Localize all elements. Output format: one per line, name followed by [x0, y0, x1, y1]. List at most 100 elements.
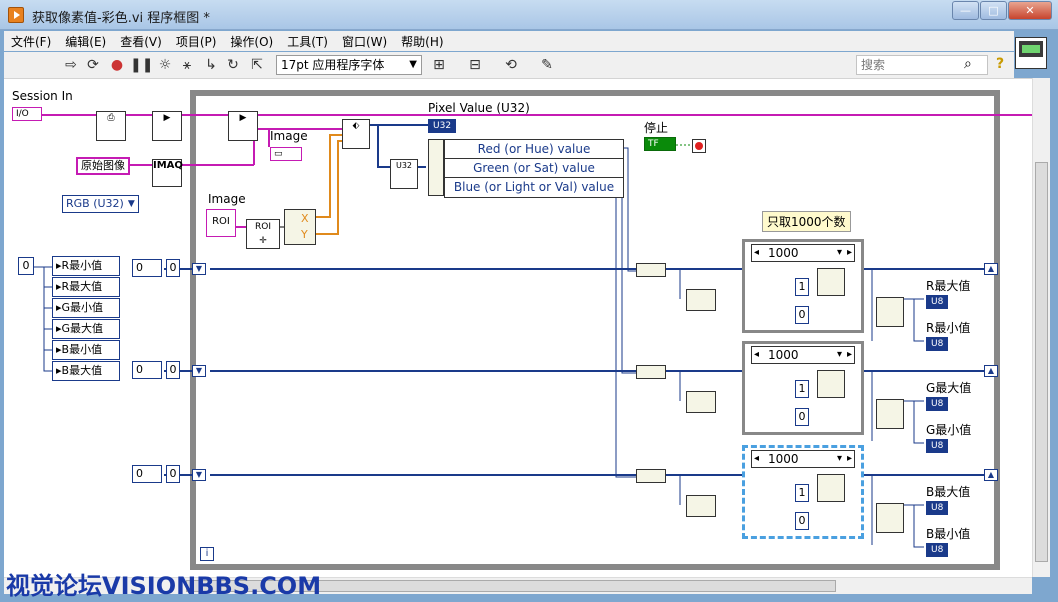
- stop-condition-icon: [692, 139, 706, 153]
- font-selector[interactable]: 17pt 应用程序字体▼: [276, 55, 422, 75]
- cluster-item-1[interactable]: ▸R最小值: [52, 256, 120, 276]
- menu-view[interactable]: 查看(V): [120, 34, 162, 49]
- r-max-indicator[interactable]: U8: [926, 295, 949, 309]
- x-wire: [316, 134, 344, 218]
- g-min-label: G最小值: [926, 423, 972, 437]
- menu-operate[interactable]: 操作(O): [230, 34, 274, 49]
- help-icon[interactable]: ?: [996, 56, 1005, 72]
- build-array-icon-3[interactable]: [636, 469, 666, 483]
- g-max-indicator[interactable]: U8: [926, 397, 949, 411]
- menu-help[interactable]: 帮助(H): [401, 34, 444, 49]
- array-max-min-icon-r[interactable]: [876, 297, 904, 327]
- shift-init-1[interactable]: 0: [132, 259, 162, 277]
- cluster-item-3[interactable]: ▸G最小值: [52, 298, 120, 318]
- search-input[interactable]: 搜索: [856, 55, 988, 75]
- vertical-scroll-thumb[interactable]: [1035, 162, 1048, 562]
- pixel-value-indicator[interactable]: U32: [428, 119, 457, 133]
- array-subset-icon-g[interactable]: [817, 370, 845, 398]
- maximize-button[interactable]: □: [980, 1, 1007, 20]
- build-array-icon-1[interactable]: [636, 263, 666, 277]
- roi-to-point-icon[interactable]: ROI✛: [246, 219, 280, 249]
- step-into-icon[interactable]: ↳: [205, 57, 217, 73]
- get-pixel-value-icon[interactable]: ⬖: [342, 119, 370, 149]
- one-constant-b[interactable]: 1: [795, 484, 809, 502]
- array-subset-icon-r[interactable]: [817, 268, 845, 296]
- watermark: 视觉论坛VISIONBBS.COM: [6, 572, 322, 600]
- menu-edit[interactable]: 编辑(E): [65, 34, 107, 49]
- array-max-min-icon-g[interactable]: [876, 399, 904, 429]
- horizontal-scroll-thumb[interactable]: [186, 580, 836, 592]
- imaq-grab-loop-icon[interactable]: ▶: [228, 111, 258, 141]
- u32-to-rgb-icon[interactable]: U32: [390, 159, 418, 189]
- case-structure-g[interactable]: ◂1000▾▸ 1 0: [742, 341, 864, 435]
- cluster-item-6[interactable]: ▸B最大值: [52, 361, 120, 381]
- shift-init-2[interactable]: 0: [132, 361, 162, 379]
- loop-iteration-info: i: [200, 547, 214, 561]
- pause-icon[interactable]: ❚❚: [130, 57, 154, 73]
- array-subset-icon-b[interactable]: [817, 474, 845, 502]
- minimize-button[interactable]: —: [952, 1, 979, 20]
- array-max-min-icon-b[interactable]: [876, 503, 904, 533]
- b-max-indicator[interactable]: U8: [926, 501, 949, 515]
- menu-project[interactable]: 项目(P): [175, 34, 217, 49]
- imaq-grab-icon[interactable]: ▶: [152, 111, 182, 141]
- build-array-icon-2[interactable]: [636, 365, 666, 379]
- step-out-icon[interactable]: ⇱: [251, 57, 263, 73]
- one-constant-r[interactable]: 1: [795, 278, 809, 296]
- step-over-icon[interactable]: ↻: [227, 57, 239, 73]
- case-structure-r[interactable]: ◂1000▾▸ 1 0: [742, 239, 864, 333]
- zero-constant[interactable]: 0: [18, 257, 34, 275]
- block-diagram[interactable]: Session In I/O ⎙ ▶ ▶ IMAQ 原始图像 RGB (U32)…: [4, 78, 1032, 577]
- case-selector-r[interactable]: ◂1000▾▸: [751, 244, 855, 262]
- session-in-terminal[interactable]: I/O: [12, 107, 42, 121]
- cluster-item-4[interactable]: ▸G最大值: [52, 319, 120, 339]
- cluster-item-5[interactable]: ▸B最小值: [52, 340, 120, 360]
- unbundle-xy-node[interactable]: X Y: [284, 209, 316, 245]
- horizontal-scrollbar[interactable]: [4, 577, 1032, 594]
- toolbar: ⇨ ⟳ ● ❚❚ ☼ ⚹ ↳ ↻ ⇱ 17pt 应用程序字体▼ ⊞ ⊟ ⟲ ✎ …: [4, 52, 1014, 78]
- menu-window[interactable]: 窗口(W): [341, 34, 388, 49]
- search-icon[interactable]: ⌕: [964, 56, 972, 72]
- r-max-label: R最大值: [926, 279, 971, 293]
- image-label-1: Image: [270, 129, 308, 143]
- unbundle-by-name[interactable]: Red (or Hue) value Green (or Sat) value …: [444, 139, 624, 198]
- vi-connector-icon[interactable]: [1015, 37, 1047, 69]
- imaq-camera-icon[interactable]: ⎙: [96, 111, 126, 141]
- original-image-constant[interactable]: 原始图像: [76, 157, 130, 175]
- r-min-indicator[interactable]: U8: [926, 337, 949, 351]
- image-indicator[interactable]: ▭: [270, 147, 302, 161]
- highlight-execution-icon[interactable]: ☼: [158, 57, 172, 73]
- array-size-icon-1[interactable]: [686, 289, 716, 311]
- zero-constant-g[interactable]: 0: [795, 408, 809, 426]
- b-min-label: B最小值: [926, 527, 971, 541]
- run-arrow-icon[interactable]: ⇨: [65, 57, 77, 73]
- vertical-scrollbar[interactable]: [1032, 78, 1050, 577]
- abort-icon[interactable]: ●: [110, 57, 124, 73]
- zero-constant-b[interactable]: 0: [795, 512, 809, 530]
- shift-init-3[interactable]: 0: [132, 465, 162, 483]
- reorder-icon[interactable]: ⟲: [505, 57, 517, 73]
- close-button[interactable]: ✕: [1008, 1, 1052, 20]
- retain-wire-values-icon[interactable]: ⚹: [182, 57, 192, 73]
- run-continuously-icon[interactable]: ⟳: [87, 57, 99, 73]
- zero-constant-r[interactable]: 0: [795, 306, 809, 324]
- align-objects-icon[interactable]: ⊞: [433, 57, 445, 73]
- imaq-create-icon[interactable]: IMAQ: [152, 159, 183, 187]
- color-mode-selector[interactable]: RGB (U32)▼: [62, 195, 139, 213]
- case-selector-b[interactable]: ◂1000▾▸: [751, 450, 855, 468]
- distribute-objects-icon[interactable]: ⊟: [469, 57, 481, 73]
- stop-button-terminal[interactable]: TF: [644, 137, 676, 151]
- menu-tools[interactable]: 工具(T): [287, 34, 328, 49]
- g-min-indicator[interactable]: U8: [926, 439, 949, 453]
- one-constant-g[interactable]: 1: [795, 380, 809, 398]
- stop-label: 停止: [644, 121, 669, 135]
- case-selector-g[interactable]: ◂1000▾▸: [751, 346, 855, 364]
- array-size-icon-3[interactable]: [686, 495, 716, 517]
- roi-terminal[interactable]: ROI: [206, 209, 236, 237]
- clean-up-diagram-icon[interactable]: ✎: [541, 57, 553, 73]
- case-structure-b[interactable]: ◂1000▾▸ 1 0: [742, 445, 864, 539]
- menu-file[interactable]: 文件(F): [11, 34, 52, 49]
- b-min-indicator[interactable]: U8: [926, 543, 949, 557]
- cluster-item-2[interactable]: ▸R最大值: [52, 277, 120, 297]
- array-size-icon-2[interactable]: [686, 391, 716, 413]
